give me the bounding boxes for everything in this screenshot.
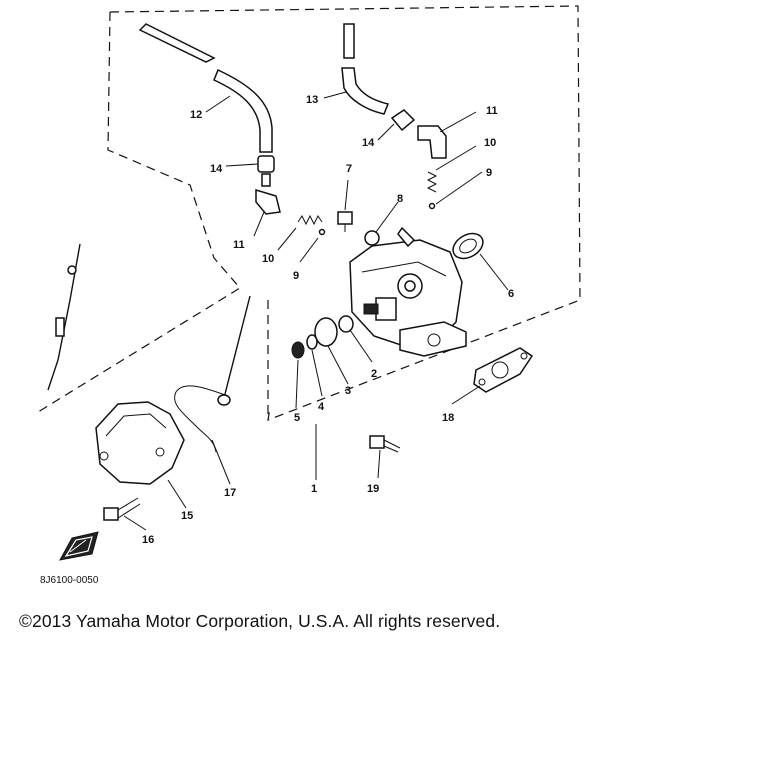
- callout-2: 2: [371, 368, 377, 380]
- clamp-14-right: [390, 109, 416, 132]
- hose-13: [341, 23, 390, 115]
- copyright-notice: ©2013 Yamaha Motor Corporation, U.S.A. A…: [19, 611, 501, 631]
- callout-14-left: 14: [210, 163, 223, 175]
- nut-5: [291, 341, 305, 359]
- leader-lines: [123, 91, 509, 531]
- pump-cable-17: [174, 295, 251, 453]
- callout-10-right: 10: [484, 137, 496, 149]
- clamp-14-left: [257, 155, 275, 173]
- washer-8: [364, 230, 380, 246]
- drive-gear-3: [314, 317, 338, 347]
- callout-3: 3: [345, 385, 351, 397]
- callout-12: 12: [190, 109, 202, 121]
- drawing-code: 8J6100-0050: [40, 575, 99, 586]
- spring-10-left: [297, 214, 323, 226]
- oil-seal-6: [452, 232, 484, 260]
- gasket-18: [473, 347, 534, 393]
- callout-15: 15: [181, 510, 193, 522]
- callout-labels: 1 2 3 4 5 6 7 8 9 9 10 10 11 11 12 13 14…: [142, 94, 514, 546]
- callout-19: 19: [367, 483, 379, 495]
- pump-cover-15: [95, 401, 185, 485]
- callout-14-right: 14: [362, 137, 375, 149]
- callout-11-left: 11: [233, 239, 245, 251]
- callout-11-right: 11: [486, 105, 498, 117]
- seal-2: [338, 315, 354, 333]
- front-arrow-icon: [59, 531, 99, 561]
- washer-4: [306, 334, 318, 350]
- bolt-19: [369, 435, 401, 453]
- spring-10-right: [426, 171, 438, 193]
- callout-17: 17: [224, 487, 236, 499]
- callout-8: 8: [397, 193, 403, 205]
- callout-1: 1: [311, 483, 317, 495]
- callout-16: 16: [142, 534, 154, 546]
- elbow-fitting-11-left: [255, 173, 281, 215]
- check-ball-9-right: [428, 202, 436, 210]
- hose-12: [138, 23, 273, 153]
- oil-pump-body-1: [349, 226, 467, 357]
- callout-7: 7: [346, 163, 352, 175]
- callout-5: 5: [294, 412, 300, 424]
- callout-9-right: 9: [486, 167, 492, 179]
- exploded-parts-diagram: 1 2 3 4 5 6 7 8 9 9 10 10 11 11 12 13 14…: [37, 5, 581, 586]
- callout-13: 13: [306, 94, 318, 106]
- callout-9-left: 9: [293, 270, 299, 282]
- callout-10-left: 10: [262, 253, 274, 265]
- check-ball-9-left: [318, 228, 326, 236]
- callout-4: 4: [318, 401, 325, 413]
- throttle-cable: [47, 243, 81, 391]
- callout-6: 6: [508, 288, 514, 300]
- callout-18: 18: [442, 412, 454, 424]
- bolt-7: [337, 211, 353, 232]
- bolt-16: [103, 497, 141, 521]
- assembly-boundary: [37, 5, 581, 421]
- elbow-fitting-11-right: [417, 125, 447, 159]
